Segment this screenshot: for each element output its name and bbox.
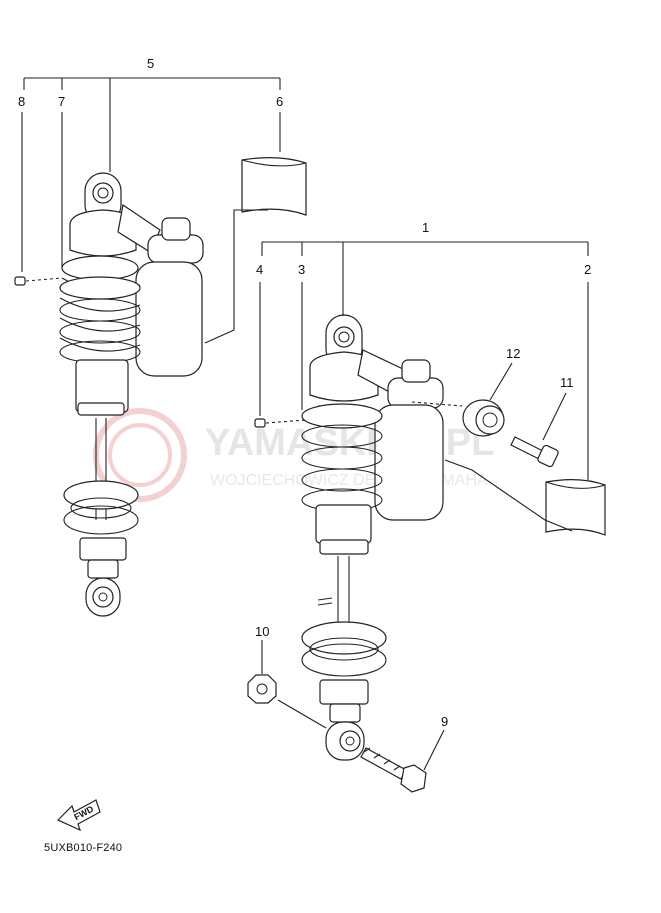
watermark-subtitle: WOJCIECHOWICZ DEALER YAMAHA [210, 472, 488, 489]
fwd-arrow-icon: FWD [56, 799, 101, 832]
callout-6: 6 [276, 94, 283, 109]
drawing-code: 5UXB010-F240 [44, 842, 123, 854]
callout-5: 5 [147, 56, 154, 71]
watermark-brand: YAMASKLEP.PL [205, 422, 494, 464]
rear-shock-assembly-right [247, 314, 606, 793]
callout-1: 1 [422, 220, 429, 235]
callout-9: 9 [441, 714, 448, 729]
callout-3: 3 [298, 262, 305, 277]
rear-shock-assembly-left [14, 157, 307, 617]
callout-7: 7 [58, 94, 65, 109]
leader-lines-left [21, 77, 281, 272]
leader-lines-right [259, 241, 589, 771]
callout-10: 10 [255, 624, 269, 639]
callout-12: 12 [506, 346, 520, 361]
callout-4: 4 [256, 262, 263, 277]
callout-8: 8 [18, 94, 25, 109]
callout-2: 2 [584, 262, 591, 277]
callout-11: 11 [560, 375, 574, 390]
callout-labels: 5 8 7 6 1 4 3 2 12 11 10 9 [18, 56, 591, 729]
